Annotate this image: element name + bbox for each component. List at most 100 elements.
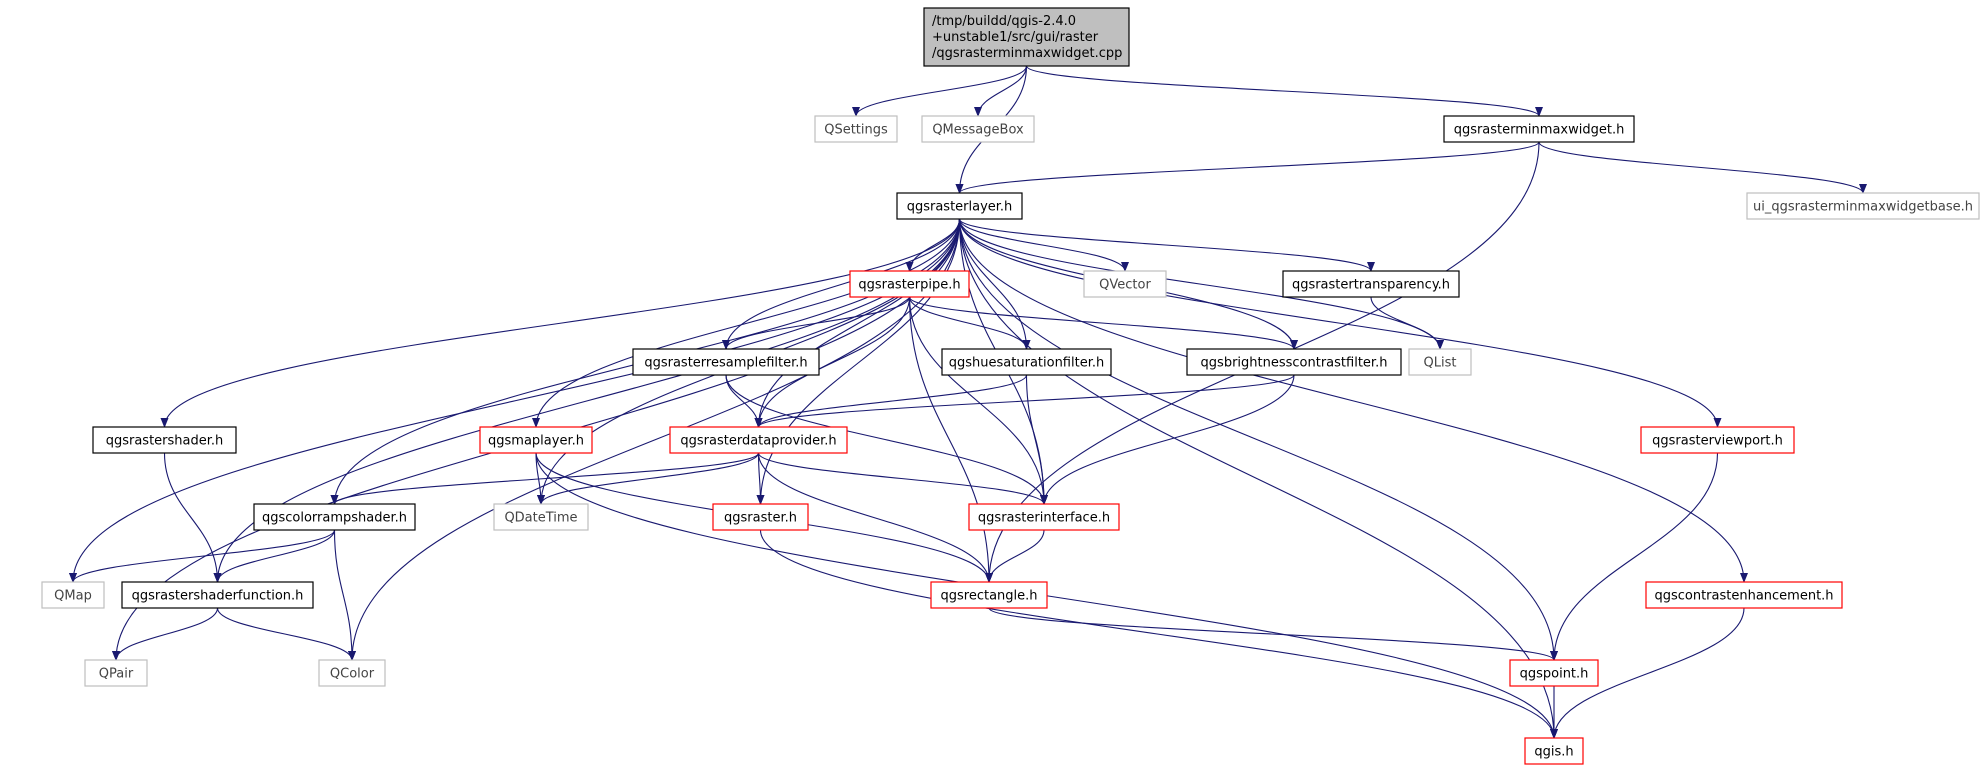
node-brightness[interactable]: qgsbrightnesscontrastfilter.h (1186, 348, 1402, 376)
node-colorramp-box (253, 503, 416, 531)
node-qmessagebox[interactable]: QMessageBox (921, 115, 1035, 143)
node-viewport[interactable]: qgsrasterviewport.h (1640, 426, 1795, 454)
node-qdatetime[interactable]: QDateTime (493, 503, 589, 531)
node-qlist[interactable]: QList (1408, 348, 1472, 376)
node-dataprovider-box (669, 426, 848, 454)
node-rasterlayer-label: qgsrasterlayer.h (907, 200, 1013, 215)
node-minmaxwidget_h[interactable]: qgsrasterminmaxwidget.h (1443, 115, 1635, 143)
node-rasterpipe[interactable]: qgsrasterpipe.h (849, 270, 970, 298)
node-qlist-label: QList (1424, 356, 1457, 371)
edge-transparency-to-qlist (1370, 296, 1444, 350)
node-qsettings-box (814, 115, 898, 143)
node-qvector-box (1083, 270, 1167, 298)
edge-shaderfunction-to-qpair (112, 607, 219, 661)
node-qpair-box (84, 659, 148, 687)
node-qgis-label: qgis.h (1534, 745, 1573, 760)
node-colorramp[interactable]: qgscolorrampshader.h (253, 503, 416, 531)
node-maplayer[interactable]: qgsmaplayer.h (479, 426, 593, 454)
node-transparency[interactable]: qgsrastertransparency.h (1282, 270, 1460, 298)
node-rectangle-label: qgsrectangle.h (940, 589, 1037, 604)
node-transparency-box (1282, 270, 1460, 298)
node-rasterpipe-box (849, 270, 970, 298)
edge-dataprovider-to-rectangle (757, 452, 993, 583)
edge-rectangle-to-point (988, 607, 1558, 661)
node-maplayer-box (479, 426, 593, 454)
edges-layer (69, 65, 1867, 739)
node-brightness-label: qgsbrightnesscontrastfilter.h (1201, 356, 1388, 371)
edge-rasterlayer-to-rastershader (160, 218, 961, 428)
node-qpair-label: QPair (99, 667, 134, 682)
node-point-box (1509, 659, 1599, 687)
node-viewport-box (1640, 426, 1795, 454)
node-raster[interactable]: qgsraster.h (712, 503, 809, 531)
node-cpp[interactable]: /tmp/buildd/qgis-2.4.0+unstable1/src/gui… (923, 7, 1130, 67)
node-shaderfunction[interactable]: qgsrastershaderfunction.h (121, 581, 314, 609)
node-rastershader-box (92, 426, 237, 454)
edge-rasterlayer-to-transparency (958, 218, 1375, 272)
edge-rasterlayer-to-maplayer (532, 218, 961, 428)
node-rastershader[interactable]: qgsrastershader.h (92, 426, 237, 454)
node-qmap[interactable]: QMap (41, 581, 105, 609)
node-huesat-label: qgshuesaturationfilter.h (949, 356, 1104, 371)
edge-rasterpipe-to-interface (908, 296, 1048, 505)
node-interface-box (968, 503, 1120, 531)
node-qgis-box (1524, 737, 1584, 765)
node-qgis[interactable]: qgis.h (1524, 737, 1584, 765)
node-cpp-label: /tmp/buildd/qgis-2.4.0 (932, 14, 1076, 29)
node-rasterlayer[interactable]: qgsrasterlayer.h (896, 192, 1023, 220)
node-point-label: qgspoint.h (1520, 667, 1589, 682)
node-qsettings[interactable]: QSettings (814, 115, 898, 143)
edge-rasterpipe-to-brightness (908, 296, 1298, 350)
edge-cpp-to-minmaxwidget_h (1025, 65, 1543, 117)
node-contrast-label: qgscontrastenhancement.h (1654, 589, 1833, 604)
node-interface-label: qgsrasterinterface.h (978, 511, 1110, 526)
node-qpair[interactable]: QPair (84, 659, 148, 687)
edge-rasterlayer-to-qgis (958, 218, 1558, 739)
node-contrast[interactable]: qgscontrastenhancement.h (1645, 581, 1843, 609)
node-brightness-box (1186, 348, 1402, 376)
node-qvector-label: QVector (1099, 278, 1151, 293)
node-ui_base[interactable]: ui_qgsrasterminmaxwidgetbase.h (1746, 192, 1980, 220)
node-qcolor[interactable]: QColor (318, 659, 386, 687)
edge-rasterlayer-to-huesat (958, 218, 1031, 350)
edge-rasterpipe-to-resample (722, 296, 911, 350)
edge-colorramp-to-qmap (69, 529, 336, 583)
node-huesat[interactable]: qgshuesaturationfilter.h (941, 348, 1112, 376)
node-rectangle-box (930, 581, 1048, 609)
node-qmessagebox-label: QMessageBox (932, 123, 1024, 138)
node-point[interactable]: qgspoint.h (1509, 659, 1599, 687)
edge-viewport-to-point (1550, 452, 1719, 661)
node-minmaxwidget_h-box (1443, 115, 1635, 143)
node-cpp-label: +unstable1/src/gui/raster (932, 30, 1099, 45)
edge-rasterpipe-to-dataprovider (754, 296, 911, 428)
node-qdatetime-box (493, 503, 589, 531)
node-qcolor-label: QColor (330, 667, 375, 682)
edge-brightness-to-interface (1040, 374, 1295, 505)
node-resample-box (632, 348, 820, 376)
edge-rasterlayer-to-viewport (958, 218, 1722, 428)
edge-colorramp-to-qcolor (333, 529, 356, 661)
node-rastershader-label: qgsrastershader.h (106, 434, 224, 449)
node-qcolor-box (318, 659, 386, 687)
node-resample[interactable]: qgsrasterresamplefilter.h (632, 348, 820, 376)
edge-rasterlayer-to-raster (756, 218, 961, 505)
edge-dataprovider-to-qdatetime (537, 452, 760, 505)
node-rectangle[interactable]: qgsrectangle.h (930, 581, 1048, 609)
node-raster-label: qgsraster.h (724, 511, 797, 526)
edge-rastershader-to-shaderfunction (163, 452, 222, 583)
node-interface[interactable]: qgsrasterinterface.h (968, 503, 1120, 531)
edge-colorramp-to-shaderfunction (213, 529, 336, 583)
edge-interface-to-rectangle (985, 529, 1045, 583)
edge-huesat-to-interface (1025, 374, 1048, 505)
edge-dataprovider-to-colorramp (330, 452, 760, 505)
node-colorramp-label: qgscolorrampshader.h (262, 511, 407, 526)
node-qvector[interactable]: QVector (1083, 270, 1167, 298)
node-rasterlayer-box (896, 192, 1023, 220)
node-dataprovider[interactable]: qgsrasterdataprovider.h (669, 426, 848, 454)
edge-rasterpipe-to-huesat (908, 296, 1031, 350)
edge-rasterpipe-to-rectangle (908, 296, 993, 583)
edge-cpp-to-qsettings (852, 65, 1028, 117)
node-contrast-box (1645, 581, 1843, 609)
node-qlist-box (1408, 348, 1472, 376)
